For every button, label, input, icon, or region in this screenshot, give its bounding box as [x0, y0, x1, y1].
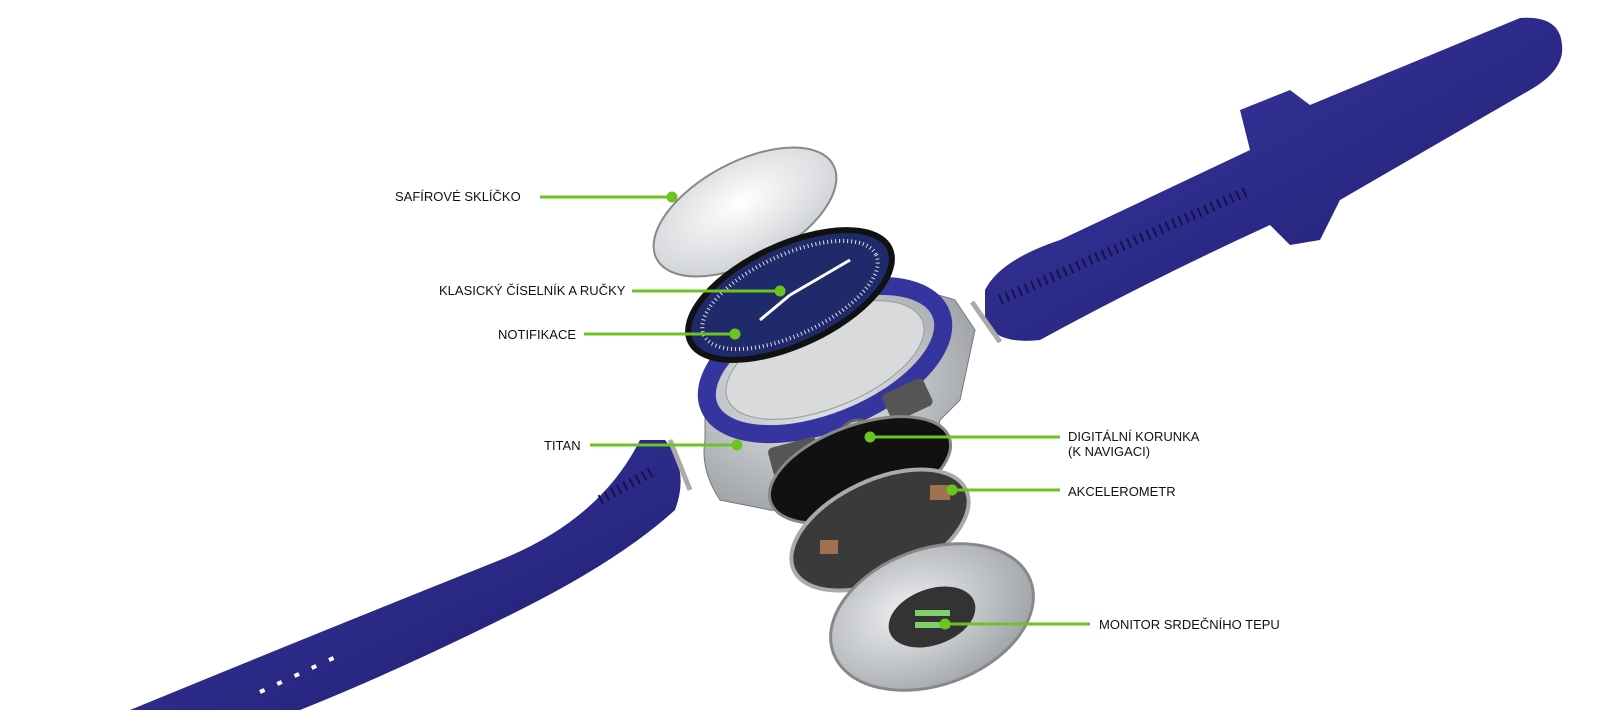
label-titanium: TITAN — [544, 438, 581, 453]
label-heart-rate-monitor: MONITOR SRDEČNÍHO TEPU — [1099, 617, 1280, 632]
leader-lines — [540, 191, 1090, 630]
label-sapphire-glass: SAFÍROVÉ SKLÍČKO — [395, 189, 521, 204]
label-notifications: NOTIFIKACE — [498, 327, 577, 342]
right-strap — [969, 17, 1563, 344]
label-digital-crown-line1: DIGITÁLNÍ KORUNKA — [1068, 429, 1200, 444]
caseback — [829, 542, 1035, 692]
label-digital-crown: DIGITÁLNÍ KORUNKA (K NAVIGACI) — [1068, 429, 1199, 459]
left-strap — [130, 439, 693, 710]
label-accelerometer: AKCELEROMETR — [1068, 484, 1176, 499]
label-digital-crown-line2: (K NAVIGACI) — [1068, 444, 1151, 459]
label-dial-hands: KLASICKÝ ČÍSELNÍK A RUČKY — [439, 283, 626, 298]
